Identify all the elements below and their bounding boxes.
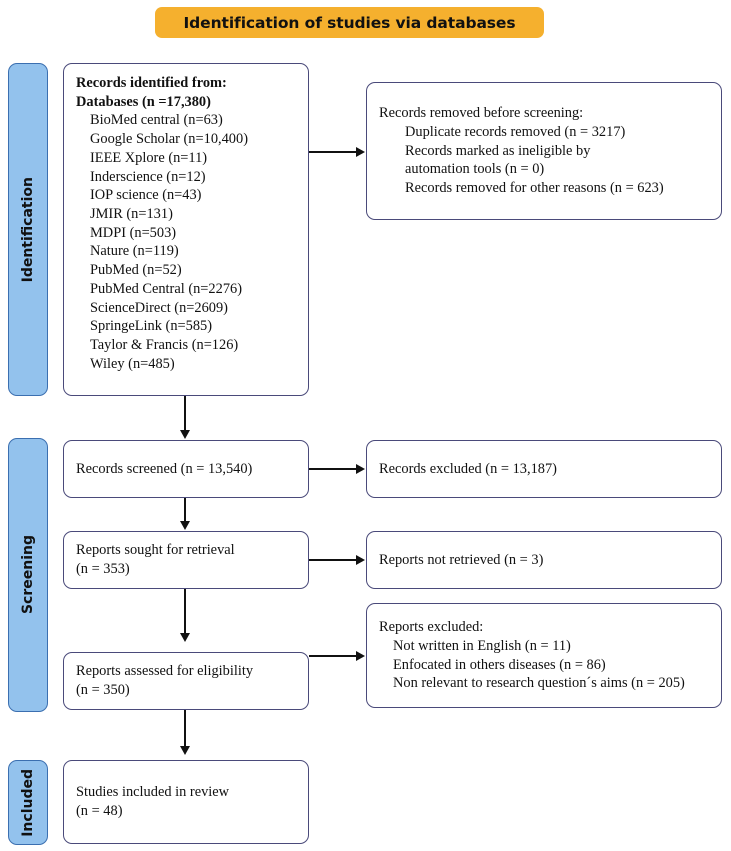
stage-bar-screening: Screening (8, 438, 48, 712)
connector-screened-to-sought (184, 498, 186, 523)
database-source-item: PubMed (n=52) (90, 262, 182, 279)
reports-excluded-heading: Reports excluded: (379, 619, 484, 636)
reports-assessed-text: Reports assessed for eligibility (76, 663, 254, 680)
reports-excluded-item: Enfocated in others diseases (n = 86) (393, 656, 606, 673)
connector-sought-to-not-retrieved (309, 559, 357, 561)
connector-sought-to-assessed (184, 589, 186, 635)
database-source-item: SpringeLink (n=585) (90, 318, 213, 335)
box-records-screened: Records screened (n = 13,540) (63, 440, 309, 498)
connector-assessed-to-included (184, 710, 186, 748)
reports-not-retrieved-text: Reports not retrieved (n = 3) (379, 551, 544, 568)
box-studies-included-in-review: Studies included in review (n = 48) (63, 760, 309, 844)
diagram-header-banner: Identification of studies via databases (155, 7, 544, 38)
box-records-identified: Records identified from: Databases (n =1… (63, 63, 309, 396)
records-removed-item: automation tools (n = 0) (405, 161, 545, 178)
arrowhead-identified-to-screened (179, 430, 190, 439)
database-source-item: IEEE Xplore (n=11) (90, 149, 208, 166)
stage-label-identification: Identification (20, 176, 36, 283)
records-removed-heading: Records removed before screening: (379, 105, 584, 122)
stage-label-screening: Screening (20, 535, 36, 615)
records-removed-item: Records marked as ineligible by (405, 142, 591, 159)
database-source-item: JMIR (n=131) (90, 206, 173, 223)
arrowhead-screened-to-excluded (356, 463, 365, 474)
arrowhead-assessed-to-excluded (356, 650, 365, 661)
arrowhead-sought-to-not-retrieved (356, 554, 365, 565)
box-records-excluded: Records excluded (n = 13,187) (366, 440, 722, 498)
records-excluded-text: Records excluded (n = 13,187) (379, 460, 557, 477)
box-reports-not-retrieved: Reports not retrieved (n = 3) (366, 531, 722, 589)
database-source-item: Nature (n=119) (90, 243, 179, 260)
database-source-item: Taylor & Francis (n=126) (90, 337, 239, 354)
reports-excluded-item: Non relevant to research question´s aims… (393, 675, 685, 692)
reports-excluded-item: Not written in English (n = 11) (393, 637, 571, 654)
stage-label-included: Included (20, 768, 36, 837)
stage-bar-included: Included (8, 760, 48, 845)
database-source-item: MDPI (n=503) (90, 224, 177, 241)
box-reports-sought-for-retrieval: Reports sought for retrieval (n = 353) (63, 531, 309, 589)
arrowhead-sought-to-assessed (179, 633, 190, 642)
box-reports-assessed-for-eligibility: Reports assessed for eligibility (n = 35… (63, 652, 309, 710)
connector-identified-to-removed (309, 151, 357, 153)
box-reports-excluded: Reports excluded: Not written in English… (366, 603, 722, 708)
arrowhead-identified-to-removed (356, 146, 365, 157)
reports-assessed-count: (n = 350) (76, 682, 130, 698)
connector-identified-to-screened (184, 396, 186, 431)
database-source-item: IOP science (n=43) (90, 187, 202, 204)
studies-included-count: (n = 48) (76, 803, 123, 819)
box-records-removed-before-screening: Records removed before screening: Duplic… (366, 82, 722, 220)
database-source-item: Google Scholar (n=10,400) (90, 131, 248, 148)
records-identified-heading-2: Databases (n =17,380) (76, 93, 211, 110)
studies-included-text: Studies included in review (76, 784, 230, 801)
reports-sought-count: (n = 353) (76, 561, 130, 577)
banner-title: Identification of studies via databases (183, 13, 516, 32)
database-source-item: ScienceDirect (n=2609) (90, 299, 228, 316)
database-source-item: Inderscience (n=12) (90, 168, 206, 185)
connector-assessed-to-excluded (309, 655, 357, 657)
database-source-item: Wiley (n=485) (90, 355, 175, 372)
records-removed-item: Records removed for other reasons (n = 6… (405, 180, 664, 197)
arrowhead-screened-to-sought (179, 521, 190, 530)
records-screened-text: Records screened (n = 13,540) (76, 460, 253, 477)
database-source-item: BioMed central (n=63) (90, 112, 223, 129)
records-identified-heading-1: Records identified from: (76, 75, 227, 91)
records-removed-item: Duplicate records removed (n = 3217) (405, 123, 626, 140)
connector-screened-to-excluded (309, 468, 357, 470)
arrowhead-assessed-to-included (179, 746, 190, 755)
stage-bar-identification: Identification (8, 63, 48, 396)
reports-sought-text: Reports sought for retrieval (76, 542, 235, 559)
database-source-item: PubMed Central (n=2276) (90, 280, 243, 297)
